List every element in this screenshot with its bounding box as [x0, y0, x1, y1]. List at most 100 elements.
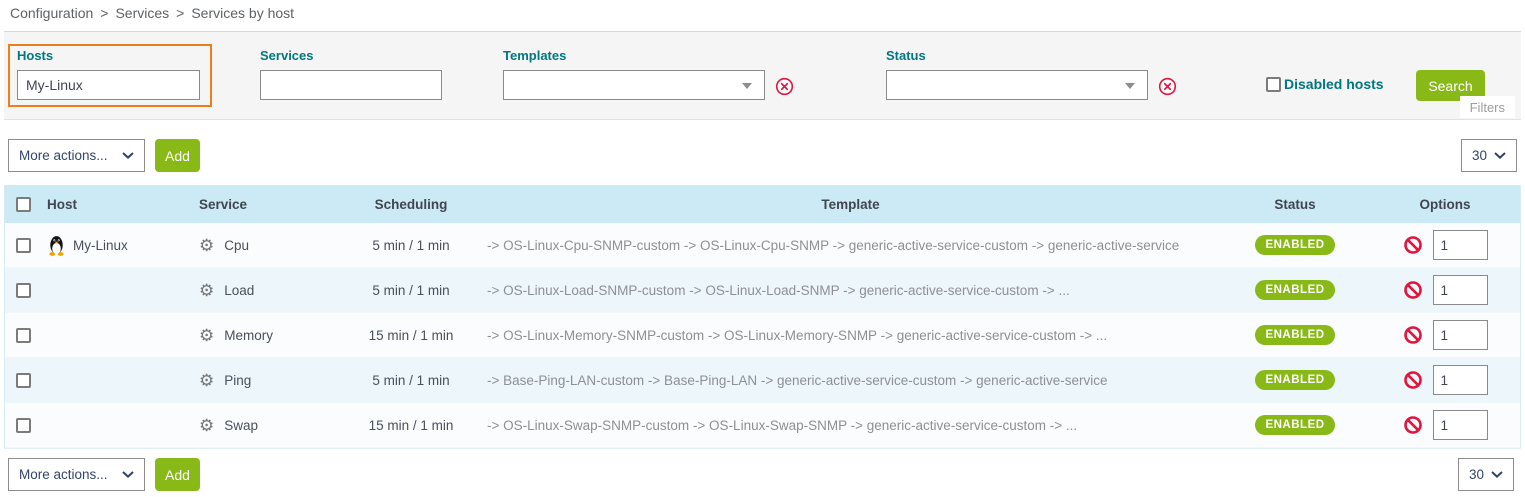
service-name[interactable]: Cpu — [224, 237, 250, 253]
table-row: ⚙ Swap 15 min / 1 min -> OS-Linux-Swap-S… — [5, 403, 1520, 448]
linux-tux-icon — [47, 235, 66, 256]
breadcrumb-item-services-by-host: Services by host — [191, 5, 295, 21]
service-name[interactable]: Memory — [224, 327, 274, 343]
breadcrumb-separator: > — [100, 5, 109, 21]
add-button-bottom[interactable]: Add — [155, 458, 200, 491]
row-checkbox[interactable] — [16, 282, 31, 298]
gear-icon: ⚙ — [199, 370, 215, 390]
services-filter-group: Services — [260, 48, 442, 100]
scheduling-value: 15 min / 1 min — [368, 327, 454, 343]
options-input[interactable] — [1432, 365, 1488, 395]
chevron-down-icon — [1125, 83, 1135, 89]
gear-icon: ⚙ — [199, 415, 215, 435]
gear-icon: ⚙ — [199, 325, 215, 345]
options-input[interactable] — [1432, 275, 1488, 305]
table-body: My-Linux ⚙ Cpu 5 min / 1 min -> OS-Linux… — [5, 223, 1520, 448]
gear-icon: ⚙ — [199, 280, 215, 300]
disable-icon[interactable] — [1403, 370, 1423, 390]
service-name[interactable]: Load — [224, 282, 255, 298]
chevron-down-icon — [122, 471, 134, 478]
templates-filter-group: Templates — [503, 48, 765, 100]
breadcrumb-item-configuration[interactable]: Configuration — [10, 5, 94, 21]
service-cell[interactable]: ⚙ Memory — [191, 327, 341, 344]
gear-icon: ⚙ — [199, 235, 215, 255]
filters-bar: Hosts Services Templates Status — [4, 31, 1521, 120]
filters-caption: Filters — [1459, 96, 1515, 118]
options-input[interactable] — [1432, 410, 1488, 440]
table-row: ⚙ Ping 5 min / 1 min -> Base-Ping-LAN-cu… — [5, 358, 1520, 403]
host-name[interactable]: My-Linux — [73, 237, 128, 253]
more-actions-select-top[interactable]: More actions... — [8, 139, 145, 172]
services-filter-label: Services — [260, 48, 314, 63]
options-input[interactable] — [1432, 230, 1488, 260]
row-checkbox[interactable] — [16, 417, 31, 433]
table-row: ⚙ Memory 15 min / 1 min -> OS-Linux-Memo… — [5, 313, 1520, 358]
template-chain: -> OS-Linux-Cpu-SNMP-custom -> OS-Linux-… — [487, 237, 1180, 253]
column-header-template[interactable]: Template — [821, 196, 880, 212]
column-header-service[interactable]: Service — [199, 196, 248, 212]
disable-icon[interactable] — [1403, 280, 1423, 300]
add-button-top[interactable]: Add — [155, 139, 200, 172]
chevron-down-icon — [742, 83, 752, 89]
status-clear-icon[interactable] — [1158, 77, 1177, 96]
service-cell[interactable]: ⚙ Swap — [191, 417, 341, 434]
services-filter-input[interactable] — [260, 70, 442, 100]
disabled-hosts-group: Disabled hosts — [1266, 76, 1384, 92]
search-button[interactable]: Search — [1416, 70, 1485, 101]
scheduling-value: 5 min / 1 min — [372, 282, 450, 298]
template-chain: -> OS-Linux-Swap-SNMP-custom -> OS-Linux… — [487, 417, 1078, 433]
status-badge: ENABLED — [1255, 370, 1335, 390]
breadcrumb-separator: > — [176, 5, 185, 21]
service-cell[interactable]: ⚙ Load — [191, 282, 341, 299]
chevron-down-icon — [1491, 471, 1503, 478]
service-name[interactable]: Swap — [224, 417, 259, 433]
breadcrumb: Configuration > Services > Services by host — [10, 5, 294, 21]
select-all-checkbox[interactable] — [16, 196, 31, 212]
column-header-status[interactable]: Status — [1274, 196, 1316, 212]
status-filter-select[interactable] — [886, 70, 1148, 100]
row-checkbox[interactable] — [16, 327, 31, 343]
options-input[interactable] — [1432, 320, 1488, 350]
page-size-value: 30 — [1472, 148, 1488, 163]
templates-filter-select[interactable] — [503, 70, 765, 100]
templates-clear-icon[interactable] — [775, 77, 794, 96]
row-checkbox[interactable] — [16, 237, 31, 253]
service-name[interactable]: Ping — [224, 372, 252, 388]
services-table: Host Service Scheduling Template Status … — [4, 185, 1521, 449]
service-cell[interactable]: ⚙ Cpu — [191, 237, 341, 254]
template-chain: -> OS-Linux-Memory-SNMP-custom -> OS-Lin… — [487, 327, 1108, 343]
more-actions-select-bottom[interactable]: More actions... — [8, 458, 145, 491]
page-size-select-bottom[interactable]: 30 — [1458, 458, 1514, 491]
template-chain: -> Base-Ping-LAN-custom -> Base-Ping-LAN… — [487, 372, 1108, 388]
row-checkbox[interactable] — [16, 372, 31, 388]
disable-icon[interactable] — [1403, 325, 1423, 345]
column-header-scheduling[interactable]: Scheduling — [374, 196, 448, 212]
disable-icon[interactable] — [1403, 415, 1423, 435]
disable-icon[interactable] — [1403, 235, 1423, 255]
hosts-filter-group: Hosts — [17, 48, 200, 100]
service-cell[interactable]: ⚙ Ping — [191, 372, 341, 389]
column-header-options[interactable]: Options — [1419, 196, 1471, 212]
page-size-select-top[interactable]: 30 — [1461, 139, 1517, 172]
status-badge: ENABLED — [1255, 415, 1335, 435]
hosts-filter-input[interactable] — [17, 70, 200, 100]
scheduling-value: 15 min / 1 min — [368, 417, 454, 433]
templates-filter-label: Templates — [503, 48, 567, 63]
column-header-host[interactable]: Host — [47, 196, 77, 212]
status-filter-label: Status — [886, 48, 926, 63]
table-row: My-Linux ⚙ Cpu 5 min / 1 min -> OS-Linux… — [5, 223, 1520, 268]
breadcrumb-item-services[interactable]: Services — [115, 5, 170, 21]
chevron-down-icon — [122, 152, 134, 159]
status-badge: ENABLED — [1255, 235, 1335, 255]
disabled-hosts-checkbox[interactable] — [1266, 76, 1281, 92]
more-actions-label: More actions... — [19, 148, 108, 163]
status-filter-group: Status — [886, 48, 1148, 100]
scheduling-value: 5 min / 1 min — [372, 372, 450, 388]
table-row: ⚙ Load 5 min / 1 min -> OS-Linux-Load-SN… — [5, 268, 1520, 313]
chevron-down-icon — [1494, 152, 1506, 159]
page-size-value: 30 — [1469, 467, 1485, 482]
hosts-filter-label: Hosts — [17, 48, 54, 63]
more-actions-label: More actions... — [19, 467, 108, 482]
table-header-row: Host Service Scheduling Template Status … — [5, 185, 1520, 223]
